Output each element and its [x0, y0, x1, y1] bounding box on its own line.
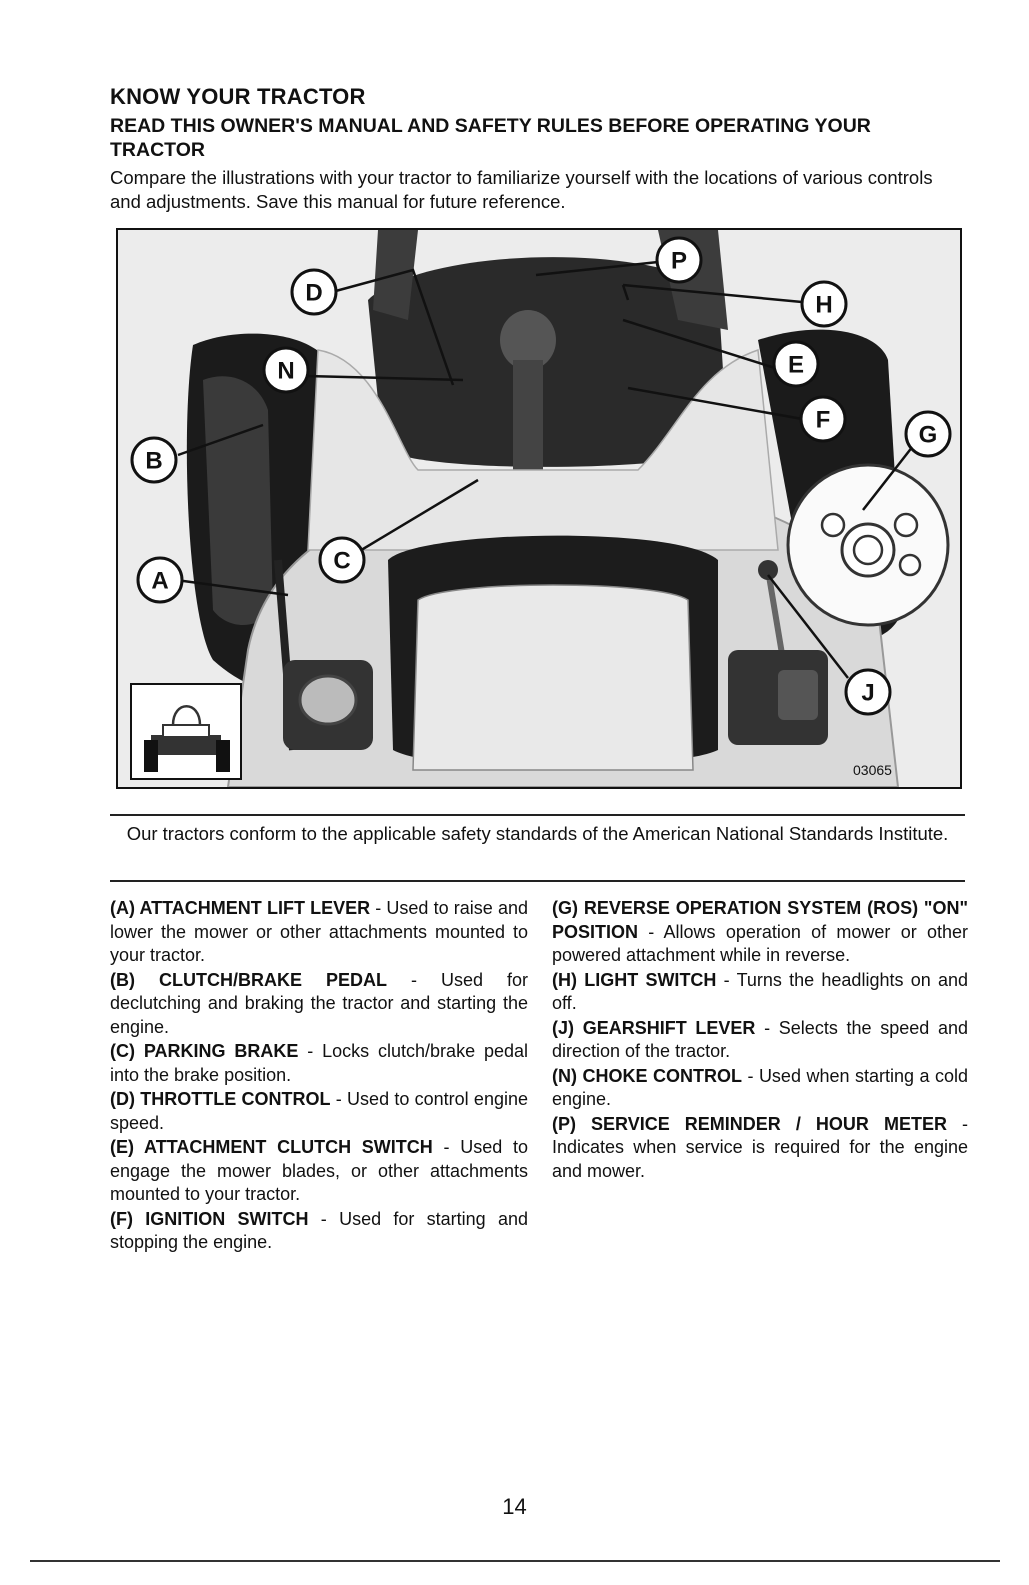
svg-text:J: J — [861, 680, 874, 707]
description-a: (A) ATTACHMENT LIFT LEVER - Used to rais… — [110, 898, 528, 965]
description-d: (D) THROTTLE CONTROL - Used to control e… — [110, 1089, 528, 1133]
descriptions-right-column: (G) REVERSE OPERATION SYSTEM (ROS) "ON" … — [552, 897, 968, 1184]
page-subtitle: READ THIS OWNER'S MANUAL AND SAFETY RULE… — [110, 115, 871, 161]
callout-g: G — [904, 410, 952, 458]
callout-d: D — [290, 268, 338, 316]
description-g: (G) REVERSE OPERATION SYSTEM (ROS) "ON" … — [552, 898, 968, 965]
description-h: (H) LIGHT SWITCH - Turns the headlights … — [552, 969, 968, 1014]
description-p: (P) SERVICE REMINDER / HOUR METER - Indi… — [552, 1113, 968, 1181]
description-n: (N) CHOKE CONTROL - Used when starting a… — [552, 1065, 968, 1110]
callout-c: C — [318, 536, 366, 584]
dashboard — [368, 257, 728, 467]
svg-text:E: E — [788, 352, 804, 379]
safety-notice: Our tractors conform to the applicable s… — [126, 823, 949, 844]
description-e: (E) ATTACHMENT CLUTCH SWITCH - Used to e… — [110, 1137, 528, 1204]
description-c: (C) PARKING BRAKE - Locks clutch/brake p… — [110, 1041, 528, 1085]
descriptions-left-column: (A) ATTACHMENT LIFT LEVER - Used to rais… — [110, 897, 528, 1256]
callout-b: B — [130, 436, 178, 484]
callout-a: A — [136, 556, 184, 604]
callout-p: P — [655, 236, 703, 284]
svg-text:N: N — [277, 358, 294, 385]
description-f: (F) IGNITION SWITCH - Used for starting … — [110, 1208, 528, 1253]
svg-text:P: P — [671, 248, 687, 275]
callout-h: H — [800, 280, 848, 328]
callout-f: F — [799, 395, 847, 443]
divider-bottom — [110, 880, 965, 882]
figure-code: 03065 — [853, 762, 892, 778]
svg-text:F: F — [816, 407, 831, 434]
intro-paragraph: Compare the illustrations with your trac… — [110, 167, 933, 212]
callout-e: E — [772, 340, 820, 388]
callout-j: J — [844, 668, 892, 716]
illustration-drawing: D P H E F G N B — [118, 230, 960, 787]
page-bottom-rule — [30, 1560, 1000, 1562]
svg-text:B: B — [145, 448, 162, 475]
svg-text:H: H — [815, 292, 832, 319]
page-title: KNOW YOUR TRACTOR — [110, 84, 366, 109]
description-b: (B) CLUTCH/BRAKE PEDAL - Used for declut… — [110, 969, 528, 1037]
svg-text:D: D — [305, 280, 322, 307]
page-number: 14 — [502, 1494, 527, 1519]
divider-top — [110, 814, 965, 816]
svg-text:A: A — [151, 568, 168, 595]
tractor-controls-illustration: D P H E F G N B — [116, 228, 962, 789]
callout-n: N — [262, 346, 310, 394]
svg-text:G: G — [919, 422, 938, 449]
svg-text:C: C — [333, 548, 350, 575]
description-j: (J) GEARSHIFT LEVER - Selects the speed … — [552, 1017, 969, 1062]
